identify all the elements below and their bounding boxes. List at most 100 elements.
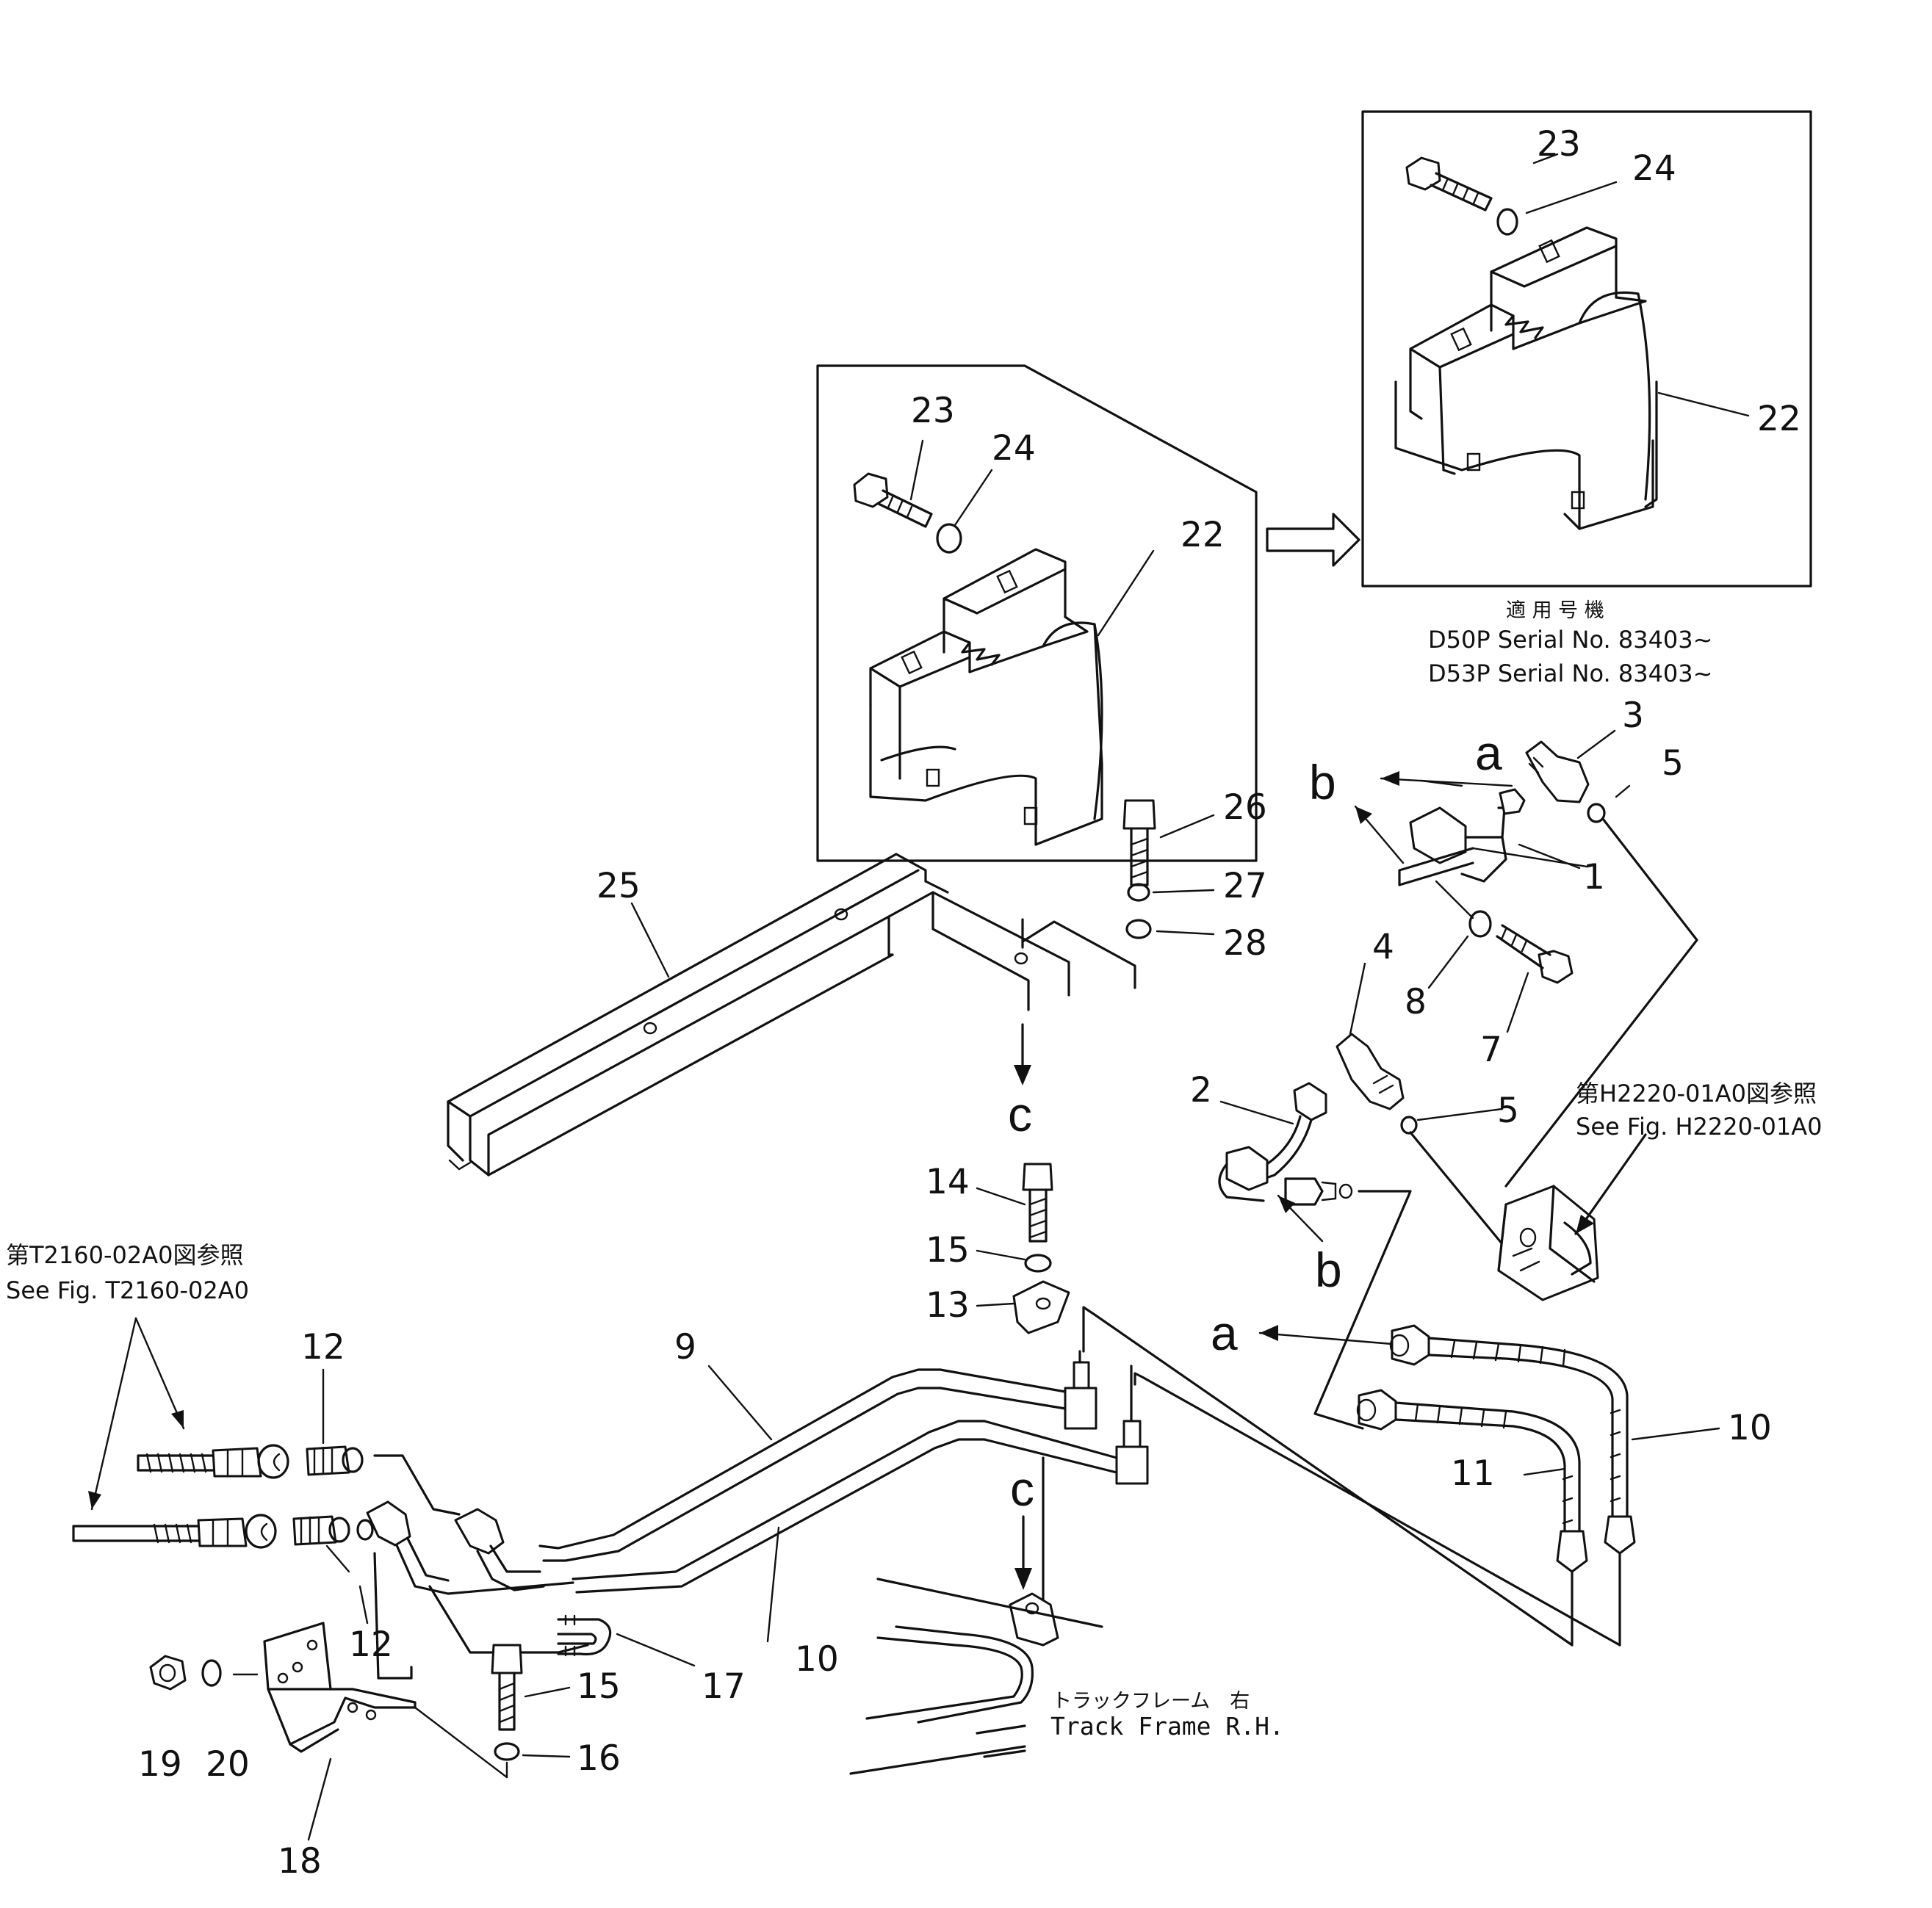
cover-22-inset-top: [1394, 226, 1658, 530]
arrow-c-lower: [1014, 1456, 1045, 1625]
inset-serial-variant: 23 24 22 適 用 号 機 D50P Serial No. 83403~ …: [1361, 110, 1812, 687]
callout-3: 3: [1622, 695, 1644, 736]
arrow-b-lower: [1277, 1194, 1324, 1243]
callout-12-upper: 12: [301, 1327, 345, 1367]
applicable-caption-ja: 適 用 号 機: [1506, 599, 1604, 622]
callout-26: 26: [1223, 787, 1267, 828]
applicable-serial-d50p: D50P Serial No. 83403~: [1428, 626, 1712, 654]
callout-5-lower: 5: [1497, 1091, 1519, 1131]
hose-end-lower: [72, 1514, 277, 1549]
callout-22: 22: [1181, 515, 1225, 555]
bolt-17: [491, 1644, 523, 1731]
callout-12-lower: 12: [349, 1625, 393, 1665]
callout-20: 19: [138, 1744, 182, 1785]
callout-5-upper: 5: [1662, 743, 1684, 784]
washer-24-inset-top: [1496, 208, 1518, 236]
callout-2: 2: [1190, 1070, 1212, 1110]
washer-21: [201, 1659, 222, 1687]
arrow-b-upper: [1354, 805, 1405, 864]
washer-28: [1125, 919, 1152, 939]
tube-2: [1218, 1082, 1353, 1206]
spring-washer-15: [1024, 1254, 1052, 1273]
ref-hose-ja: 第T2160-02A0図参照: [6, 1241, 244, 1269]
bolt-23: [853, 472, 933, 528]
hose-9: [1356, 1389, 1588, 1573]
applicable-serial-d53p: D53P Serial No. 83403~: [1428, 660, 1712, 687]
bracket-16: [263, 1622, 417, 1753]
bolt-14: [1022, 1163, 1053, 1243]
arrow-a-upper: [1380, 771, 1513, 787]
callout-18: 16: [577, 1738, 621, 1779]
elbow-4: [1336, 1033, 1405, 1110]
clamp-13: [1012, 1280, 1070, 1334]
callout-4: 4: [1372, 927, 1394, 967]
callout-17: 15: [577, 1666, 621, 1707]
inset-frame: [1361, 110, 1812, 588]
track-bracket: [1009, 1592, 1059, 1647]
tube-connectors: [1064, 1317, 1149, 1485]
callout-14: 14: [926, 1162, 970, 1202]
track-frame-en: Track Frame R.H.: [1050, 1712, 1284, 1741]
track-frame-rh: [849, 1578, 1103, 1775]
u-bolt-19: [557, 1614, 612, 1657]
o-ring-5-upper: [1587, 803, 1606, 823]
adapter-12-upper: [306, 1445, 364, 1476]
hose-8: [1389, 1324, 1636, 1555]
spring-washer-27: [1127, 883, 1150, 902]
variant-arrow: [1266, 513, 1360, 567]
bracket-25: [447, 853, 1070, 1177]
view-letter-a-lower: a: [1211, 1306, 1238, 1360]
track-frame-ja: トラックフレーム 右: [1052, 1690, 1250, 1713]
callout-16: 18: [278, 1841, 322, 1882]
hose-end-upper: [137, 1444, 289, 1479]
elbow-upper-left: [454, 1508, 545, 1591]
callout-13: 13: [926, 1285, 970, 1326]
callout-21: 20: [206, 1744, 250, 1785]
callout-24: 24: [992, 428, 1036, 469]
ref-hose-en: See Fig. T2160-02A0: [6, 1276, 249, 1304]
tube-11: [572, 1420, 1118, 1594]
callout-11: 10: [795, 1639, 839, 1680]
callout-6: 7: [1480, 1030, 1502, 1070]
callout-9: 11: [1451, 1453, 1495, 1494]
adapter-12-lower: [292, 1515, 374, 1546]
bolt-26: [1122, 799, 1156, 886]
callout-8: 10: [1728, 1408, 1772, 1448]
arrows-ref-hose: [88, 1317, 185, 1511]
elbow-lower-left: [366, 1500, 574, 1595]
valve-group-1: [1398, 740, 1606, 984]
callout-24-inset-top: 24: [1632, 148, 1676, 189]
washer-24: [936, 523, 962, 554]
arrow-c-bracket: [1014, 1023, 1031, 1085]
callout-23: 23: [911, 391, 955, 431]
nut-20: [149, 1655, 187, 1691]
bolt-23-inset-top: [1405, 156, 1493, 212]
o-ring-5-lower: [1400, 1116, 1418, 1135]
cover-22: [869, 548, 1103, 846]
referenced-valve: [1497, 1185, 1599, 1301]
callout-10: 9: [674, 1327, 696, 1367]
callout-1: 1: [1583, 857, 1605, 897]
ref-valve-ja: 第H2220-01A0図参照: [1576, 1080, 1817, 1107]
callout-19: 17: [702, 1666, 746, 1707]
inset-cover: 23 24 22: [816, 364, 1258, 862]
callout-23-inset-top: 23: [1537, 124, 1581, 165]
view-letter-c-lower: c: [1010, 1461, 1034, 1516]
view-letter-b-lower: b: [1315, 1243, 1342, 1297]
callout-25: 25: [596, 866, 641, 906]
arrow-a-lower: [1258, 1325, 1394, 1345]
callout-22-inset-top: 22: [1757, 399, 1801, 439]
view-letter-b-upper: b: [1309, 755, 1336, 809]
callout-28: 28: [1223, 923, 1267, 964]
callout-15: 15: [926, 1230, 970, 1271]
inset-cover-frame: [816, 364, 1258, 862]
view-letter-a-upper: a: [1475, 726, 1502, 780]
view-letter-c-upper: c: [1008, 1087, 1032, 1141]
arrow-ref-valve: [1574, 1133, 1647, 1235]
callout-7: 8: [1405, 982, 1427, 1022]
ref-valve-en: See Fig. H2220-01A0: [1576, 1113, 1823, 1141]
washer-7: [1468, 910, 1492, 938]
tube-10: [538, 1368, 1067, 1562]
callout-27: 27: [1223, 866, 1267, 906]
